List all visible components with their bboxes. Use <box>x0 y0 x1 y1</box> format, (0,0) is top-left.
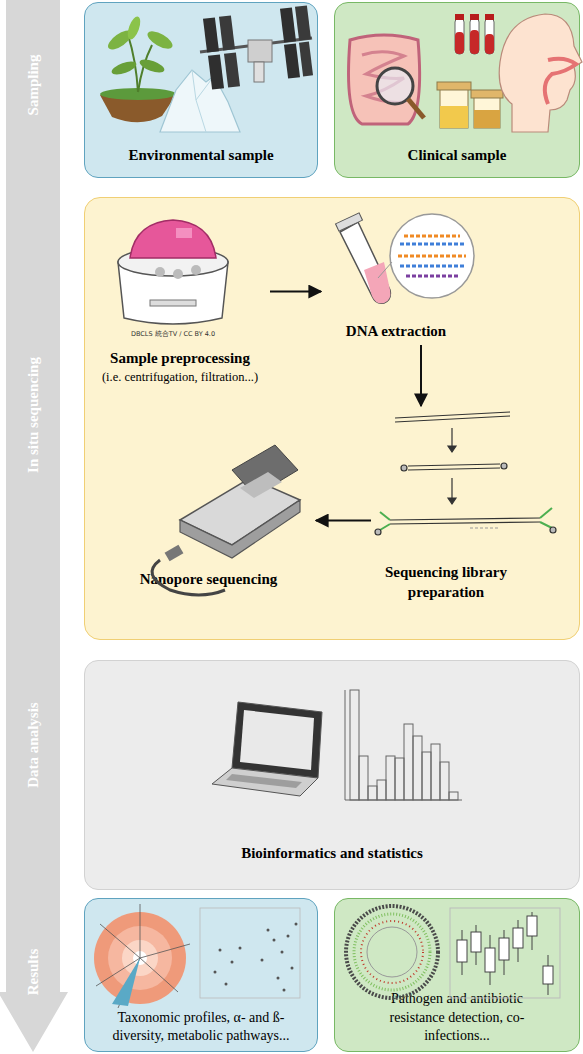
stage-box: Sequencing library preparation <box>371 406 521 608</box>
box-title: Sequencing library preparation <box>371 563 521 602</box>
stage-box: Clinical sample <box>334 2 580 178</box>
stage-box: Environmental sample <box>84 2 318 178</box>
box-title: Clinical sample <box>408 146 507 166</box>
stage-box: Bioinformatics and statistics <box>84 660 580 890</box>
box-title: Taxonomic profiles, α- and ß-diversity, … <box>111 1009 291 1045</box>
stage-box: DNA extraction <box>321 213 471 345</box>
box-title: Environmental sample <box>128 146 273 166</box>
phase-label: Results <box>25 949 42 996</box>
box-title: Nanopore sequencing <box>140 570 278 590</box>
phase-label: In situ sequencing <box>25 357 42 473</box>
stage-box: Taxonomic profiles, α- and ß-diversity, … <box>84 898 318 1052</box>
box-note: (i.e. centrifugation, filtration...) <box>102 369 258 385</box>
stage-box: Sample preprocessing(i.e. centrifugation… <box>90 219 270 389</box>
phase-label: Data analysis <box>25 702 42 787</box>
box-title: Sample preprocessing <box>110 349 250 369</box>
box-title: Pathogen and antibiotic resistance detec… <box>372 990 542 1045</box>
box-title: Bioinformatics and statistics <box>241 844 423 864</box>
stage-box: Nanopore sequencing <box>101 471 316 597</box>
group-panel: Sample preprocessing(i.e. centrifugation… <box>84 197 580 640</box>
box-title: DNA extraction <box>346 322 446 342</box>
image-credit: DBCLS 統合TV / CC BY 4.0 <box>131 330 215 339</box>
phase-label: Sampling <box>25 55 42 116</box>
stage-box: Pathogen and antibiotic resistance detec… <box>334 898 580 1052</box>
workflow-band <box>0 0 68 1052</box>
